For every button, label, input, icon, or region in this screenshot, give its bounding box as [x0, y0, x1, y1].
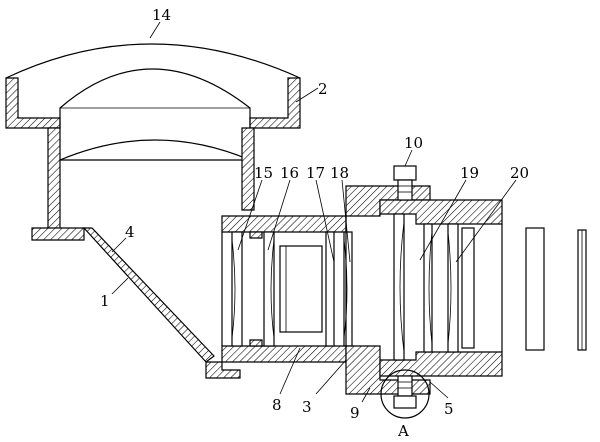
label-2: 2 — [318, 80, 328, 98]
label-5: 5 — [444, 400, 454, 418]
plate-1 — [525, 227, 545, 351]
leader-lines — [111, 21, 517, 403]
label-10: 10 — [404, 134, 423, 152]
left-barrel — [221, 215, 353, 363]
label-17: 17 — [306, 164, 325, 182]
neck-left-wall — [47, 127, 61, 233]
label-4: 4 — [125, 223, 135, 241]
seat-ring — [249, 231, 263, 239]
labels: 14 2 4 1 10 15 16 17 18 19 20 8 3 9 5 A — [100, 6, 529, 440]
label-14: 14 — [152, 6, 171, 24]
lens-20 — [447, 223, 459, 353]
label-15: 15 — [254, 164, 273, 182]
mirror-plate — [82, 227, 215, 363]
lens-15 — [231, 231, 243, 347]
lens-17 — [325, 231, 335, 347]
lens-19 — [393, 213, 405, 361]
dome-lens — [59, 68, 251, 128]
label-1: 1 — [100, 292, 110, 310]
spacer-tube — [279, 245, 323, 333]
screw-bottom — [393, 375, 417, 409]
frame-left-wall — [5, 77, 61, 129]
label-3: 3 — [302, 398, 312, 416]
label-16: 16 — [280, 164, 299, 182]
hood-assembly — [5, 43, 301, 233]
label-a: A — [397, 422, 409, 440]
detail-circle-a — [380, 369, 430, 419]
flange — [31, 227, 85, 241]
base-connector — [205, 361, 241, 379]
dome-outer — [5, 43, 301, 79]
screw-top — [393, 165, 417, 201]
label-20: 20 — [510, 164, 529, 182]
lens-16 — [263, 231, 275, 347]
label-19: 19 — [460, 164, 479, 182]
neck-right-wall — [241, 127, 255, 211]
barrel-top-wall — [221, 215, 347, 233]
dome-lower-arc — [59, 139, 251, 161]
label-18: 18 — [330, 164, 349, 182]
mirror-support — [31, 227, 241, 379]
frame-right-wall — [249, 77, 301, 129]
label-8: 8 — [272, 396, 282, 414]
right-barrel-top — [379, 199, 503, 225]
label-9: 9 — [350, 404, 360, 422]
right-barrel — [379, 199, 503, 377]
barrel-bottom-wall — [221, 345, 347, 363]
